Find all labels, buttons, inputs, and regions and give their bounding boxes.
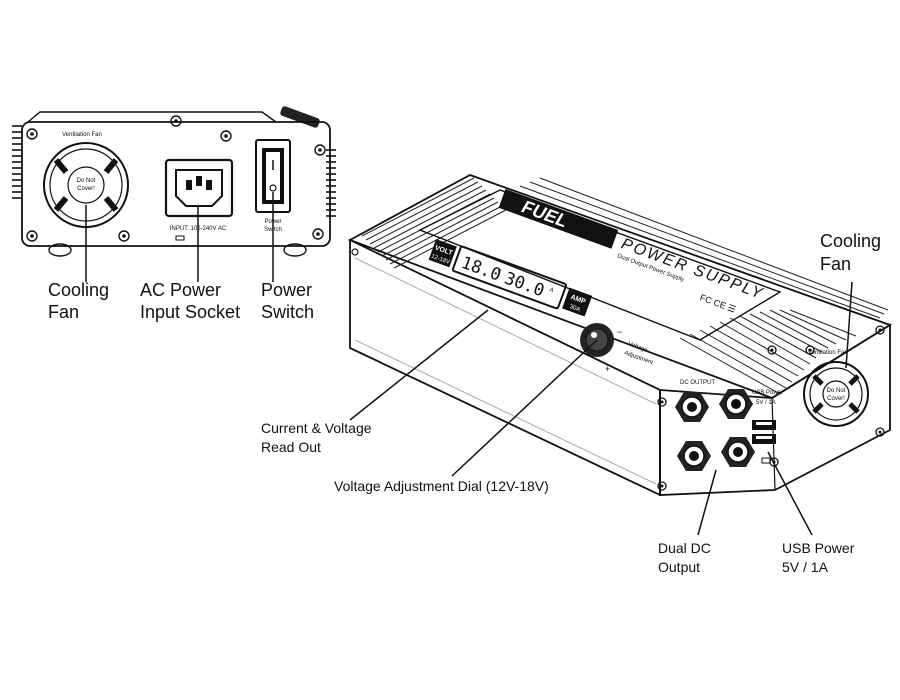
- lcd-screen: [451, 245, 567, 310]
- product-title: POWER SUPPLY: [619, 236, 766, 303]
- callout-dc-output-line2: Output: [658, 559, 700, 575]
- volt-badge: [428, 239, 457, 268]
- cert-marks: FC CE ☰: [699, 292, 738, 314]
- voltage-unit: V: [496, 268, 502, 275]
- back-callout-lines: [85, 192, 274, 282]
- callout-dc-output-line1: Dual DC: [658, 540, 711, 556]
- callout-cooling-fan-left-line1: Cooling: [48, 280, 109, 300]
- callout-dial: Voltage Adjustment Dial (12V-18V): [334, 478, 549, 494]
- usb-label-line1: USB Power: [752, 390, 783, 396]
- ac-socket-icon: INPUT: 100-240V AC: [164, 158, 234, 241]
- fan-warning-line2: Cover!: [77, 186, 95, 192]
- callout-usb-power-line2: 5V / 1A: [782, 559, 829, 575]
- callout-cooling-fan-right-line1: Cooling: [820, 231, 881, 251]
- control-panel: [418, 189, 782, 341]
- screws: [26, 115, 326, 242]
- fan-label: Ventilation Fan: [62, 132, 102, 138]
- callout-usb-power-line1: USB Power: [782, 540, 855, 556]
- foot: [48, 243, 72, 257]
- amp-badge-bottom: 30A: [569, 304, 581, 313]
- foot: [283, 243, 307, 257]
- side-fan-warning-line1: Do Not: [827, 388, 846, 394]
- callout-cooling-fan-right-line2: Fan: [820, 254, 851, 274]
- callout-readout-line1: Current & Voltage: [261, 420, 372, 436]
- left-fins: [12, 125, 22, 199]
- back-panel: Ventilation Fan Do Not Cover! INPUT: 100…: [12, 106, 336, 257]
- side-fan-label: Ventilation Fan: [808, 350, 848, 356]
- handle: [280, 106, 320, 128]
- fan-warning-line1: Do Not: [77, 178, 96, 184]
- front-screws: [657, 325, 885, 491]
- power-supply-unit: FUEL POWER SUPPLY Dual Output Power Supp…: [347, 174, 893, 497]
- device-callout-lines: [349, 281, 853, 536]
- dial-minus: −: [617, 327, 622, 337]
- right-fins: [326, 149, 336, 217]
- usb-label-line2: 5V / 1A: [756, 400, 776, 406]
- current-unit: A: [549, 287, 555, 294]
- callout-ac-power-line1: AC Power: [140, 280, 221, 300]
- dial-plus: +: [605, 364, 610, 374]
- dc-output-label: DC OUTPUT: [680, 380, 715, 386]
- callout-power-switch-line2: Switch: [261, 302, 314, 322]
- callout-power-switch-line1: Power: [261, 280, 312, 300]
- side-fan-warning-line2: Cover!: [827, 396, 845, 402]
- amp-badge: [562, 287, 593, 317]
- callout-ac-power-line2: Input Socket: [140, 302, 240, 322]
- side-fan-icon: Ventilation Fan Do Not Cover!: [803, 350, 869, 427]
- back-fan-icon: Ventilation Fan Do Not Cover!: [43, 132, 129, 228]
- dc-output-terminals: [675, 389, 755, 471]
- usb-port-icon: [752, 420, 776, 464]
- callout-cooling-fan-left-line2: Fan: [48, 302, 79, 322]
- top-fins-right: [519, 177, 889, 395]
- callout-readout-line2: Read Out: [261, 439, 321, 455]
